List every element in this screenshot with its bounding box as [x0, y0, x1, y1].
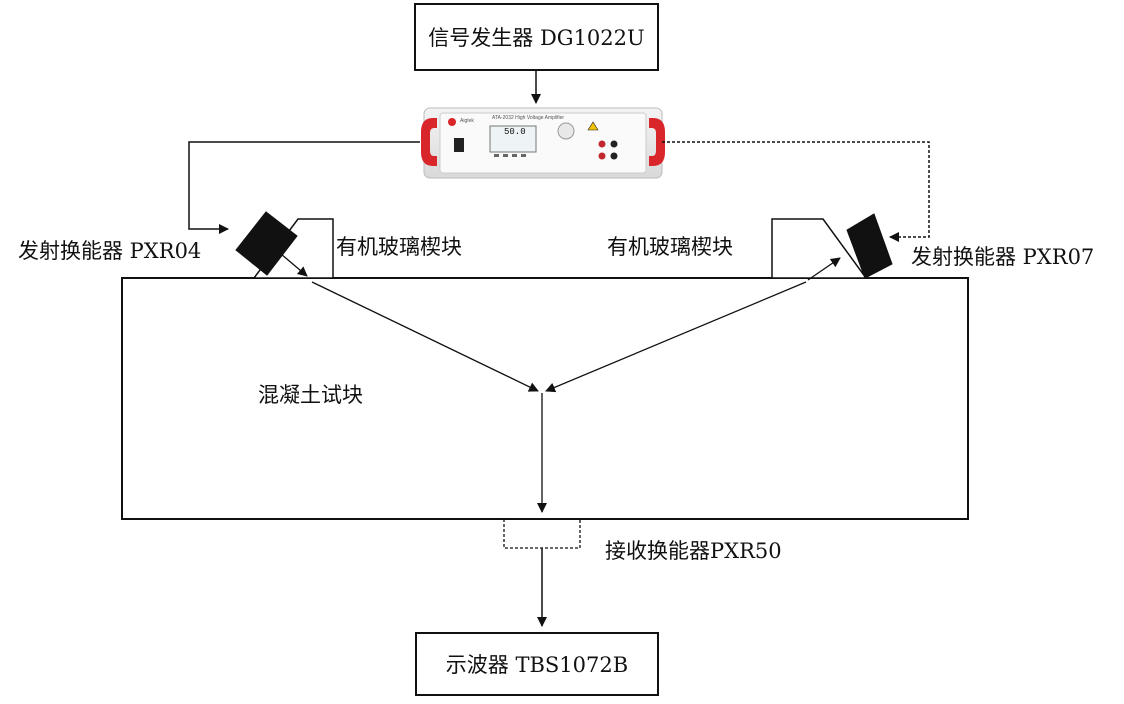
cable-left	[188, 141, 420, 234]
oscilloscope-box	[415, 632, 659, 696]
ray-right	[545, 281, 807, 393]
amplifier-knob	[557, 122, 575, 140]
amplifier-model: ATA-2032 High Voltage Amplifier	[492, 115, 565, 121]
signal-generator-label: 信号发生器 DG1022U	[428, 26, 645, 50]
concrete-block	[121, 277, 969, 520]
arrow-right-transducer	[807, 257, 841, 281]
cable-right	[662, 141, 930, 242]
amplifier-warning-icon	[587, 121, 599, 131]
amplifier-power-switch	[454, 138, 464, 152]
receiver-transducer	[503, 519, 581, 549]
wedge-right	[771, 218, 868, 279]
label-wedge-right: 有机玻璃楔块	[607, 235, 733, 259]
transducer-right	[846, 213, 893, 279]
amplifier-brand: Aigtek	[460, 118, 474, 124]
amplifier-device	[421, 107, 665, 179]
oscilloscope-label: 示波器 TBS1072B	[445, 653, 629, 677]
label-wedge-left: 有机玻璃楔块	[336, 235, 462, 259]
label-transmitter-left: 发射换能器 PXR04	[18, 239, 202, 263]
amplifier-right-handle	[649, 118, 665, 166]
signal-generator-box	[414, 3, 659, 71]
label-receiver: 接收换能器PXR50	[605, 539, 782, 563]
amplifier-display	[489, 125, 537, 153]
ray-left	[311, 281, 539, 392]
transducer-left	[235, 211, 298, 276]
arrow-left-transducer	[267, 242, 308, 277]
label-transmitter-right: 发射换能器 PXR07	[911, 245, 1095, 269]
amplifier-left-handle	[421, 118, 437, 166]
amplifier-logo	[448, 118, 456, 126]
amplifier-display-value: 50.0	[504, 127, 526, 137]
label-concrete: 混凝土试块	[258, 383, 363, 407]
